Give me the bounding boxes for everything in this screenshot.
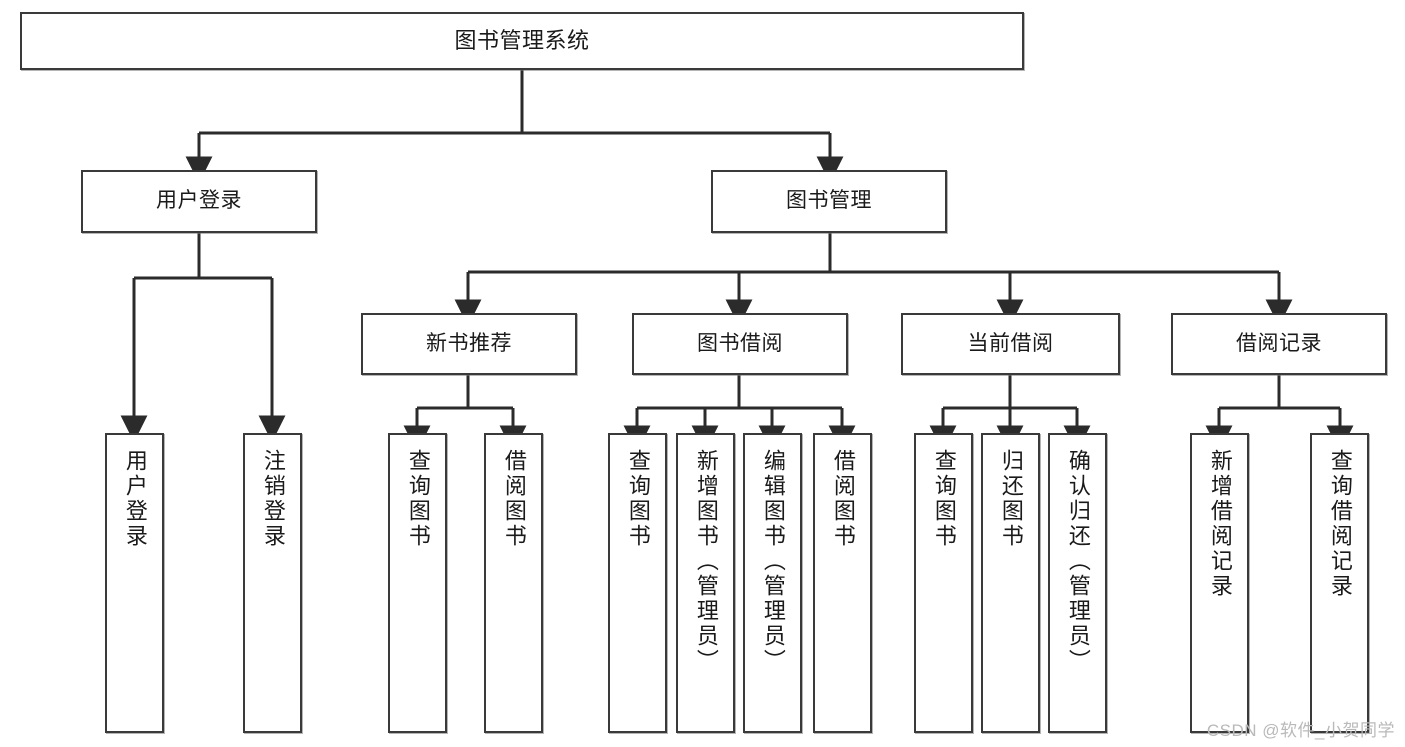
node-new-book-recommend-label: 新书推荐 <box>426 331 512 355</box>
node-leaf-logout[interactable]: 注销登录 <box>243 433 302 733</box>
node-leaf-add-book[interactable]: 新增图书（管理员） <box>676 433 735 733</box>
node-leaf-query-book-2[interactable]: 查询图书 <box>608 433 667 733</box>
node-leaf-query-book-2-label: 查询图书 <box>625 449 651 549</box>
node-book-borrow-label: 图书借阅 <box>697 331 783 355</box>
node-leaf-add-record-label: 新增借阅记录 <box>1207 449 1233 599</box>
node-leaf-borrow-book-1[interactable]: 借阅图书 <box>484 433 543 733</box>
node-leaf-add-book-label: 新增图书（管理员） <box>693 449 719 674</box>
node-user-login-label: 用户登录 <box>156 189 242 213</box>
node-leaf-edit-book-label: 编辑图书（管理员） <box>760 449 786 674</box>
node-leaf-edit-book[interactable]: 编辑图书（管理员） <box>743 433 802 733</box>
node-leaf-user-login-label: 用户登录 <box>122 449 148 549</box>
node-leaf-confirm-return-label: 确认归还（管理员） <box>1065 449 1091 674</box>
watermark-text: CSDN @软件_小贺同学 <box>1206 721 1395 740</box>
node-leaf-user-login[interactable]: 用户登录 <box>105 433 164 733</box>
node-leaf-borrow-book-2-label: 借阅图书 <box>830 449 856 549</box>
node-current-borrow-label: 当前借阅 <box>967 331 1054 355</box>
node-user-login[interactable]: 用户登录 <box>81 170 317 233</box>
node-borrow-record-label: 借阅记录 <box>1236 331 1322 355</box>
node-borrow-record[interactable]: 借阅记录 <box>1171 313 1387 375</box>
node-leaf-logout-label: 注销登录 <box>260 449 286 549</box>
node-leaf-query-record-label: 查询借阅记录 <box>1327 449 1353 599</box>
node-current-borrow[interactable]: 当前借阅 <box>901 313 1120 375</box>
node-leaf-query-record[interactable]: 查询借阅记录 <box>1310 433 1369 733</box>
node-leaf-query-book-3[interactable]: 查询图书 <box>914 433 973 733</box>
node-leaf-return-book-label: 归还图书 <box>998 449 1024 549</box>
node-leaf-confirm-return[interactable]: 确认归还（管理员） <box>1048 433 1107 733</box>
node-leaf-borrow-book-2[interactable]: 借阅图书 <box>813 433 872 733</box>
node-leaf-query-book-3-label: 查询图书 <box>931 449 957 549</box>
node-book-management-label: 图书管理 <box>786 189 872 213</box>
node-leaf-add-record[interactable]: 新增借阅记录 <box>1190 433 1249 733</box>
node-leaf-query-book-1[interactable]: 查询图书 <box>388 433 447 733</box>
node-leaf-borrow-book-1-label: 借阅图书 <box>501 449 527 549</box>
node-leaf-query-book-1-label: 查询图书 <box>405 449 431 549</box>
node-leaf-return-book[interactable]: 归还图书 <box>981 433 1040 733</box>
node-new-book-recommend[interactable]: 新书推荐 <box>361 313 577 375</box>
node-root[interactable]: 图书管理系统 <box>20 12 1024 70</box>
node-book-borrow[interactable]: 图书借阅 <box>632 313 848 375</box>
node-book-management[interactable]: 图书管理 <box>711 170 947 233</box>
node-root-label: 图书管理系统 <box>454 28 590 54</box>
